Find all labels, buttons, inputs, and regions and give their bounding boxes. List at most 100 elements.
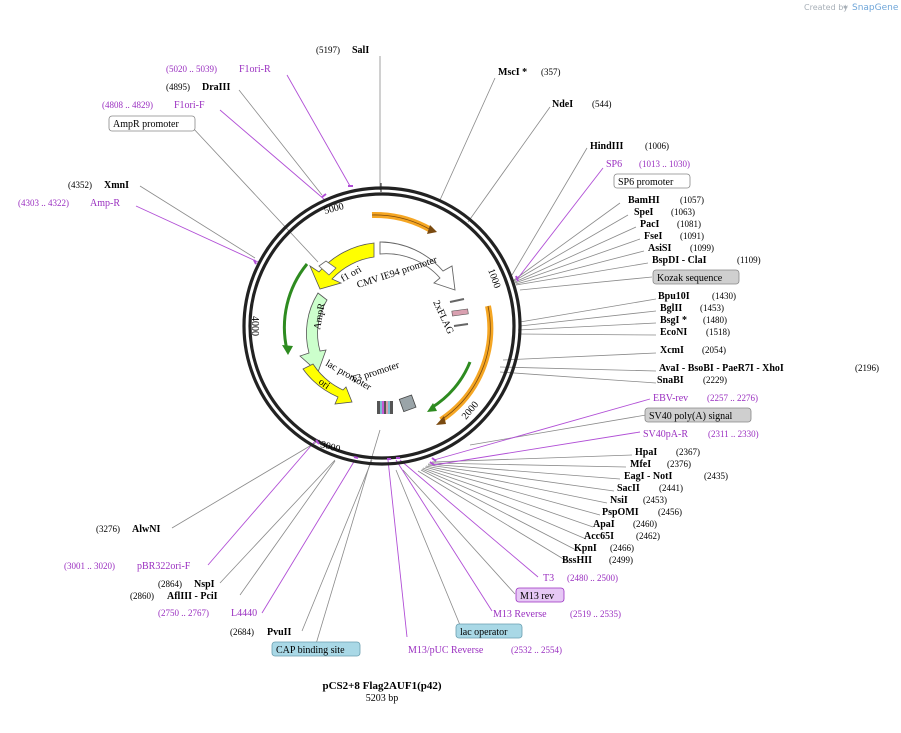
site-bamhi-pos: (1057) [680, 195, 704, 205]
site-bsgi-pos: (1480) [703, 315, 727, 325]
site-mfei-pos: (2376) [667, 459, 691, 469]
orange-arrow-top-head [427, 225, 437, 234]
label-cap-binding-site: CAP binding site [276, 645, 345, 656]
site-bglii-pos: (1453) [700, 303, 724, 313]
primer-sp6: SP6 [606, 159, 622, 170]
site-ava-xhoi: AvaI - BsoBI - PaeR7I - XhoI [659, 363, 784, 374]
label-cmv-promoter: CMV IE94 promoter [356, 254, 440, 291]
primer-l4440: L4440 [231, 608, 257, 619]
primer-ticks [253, 185, 519, 466]
box-kozak-sequence [652, 269, 740, 285]
box-m13-rev [515, 587, 565, 603]
site-pspomi-pos: (2456) [658, 507, 682, 517]
green-arrow-left-head [282, 345, 293, 355]
site-econi-pos: (1518) [706, 327, 730, 337]
primer-t3: T3 [543, 573, 554, 584]
primer-amp-r: Amp-R [90, 198, 120, 209]
site-hindiii-pos: (1006) [645, 141, 669, 151]
tick-4000: 4000 [249, 316, 260, 336]
primer-amp-r-pos: (4303 .. 4322) [18, 198, 69, 208]
orange-arrow-right-outline [440, 305, 491, 421]
site-bpu10i: Bpu10I [658, 291, 690, 302]
green-arrow-right [430, 361, 472, 410]
tick-3000: 3000 [319, 439, 341, 455]
label-ampr: AmpR [312, 302, 328, 330]
primer-f1ori-f: F1ori-F [174, 100, 205, 111]
lac-region-marker [377, 401, 393, 414]
label-2xflag: 2xFLAG [430, 299, 455, 336]
site-acc65i-pos: (2462) [636, 531, 660, 541]
primer-sv40pa-r: SV40pA-R [643, 429, 688, 440]
plasmid-name: pCS2+8 Flag2AUF1(p42) [322, 680, 441, 692]
site-sali: SalI [352, 45, 369, 56]
site-sali-pos: (5197) [316, 45, 340, 55]
site-nsii-pos: (2453) [643, 495, 667, 505]
green-arrow-left [282, 263, 309, 351]
site-pvuii: PvuII [267, 627, 292, 638]
site-nsii: NsiI [610, 495, 628, 506]
site-econi: EcoNI [660, 327, 687, 338]
site-sacii: SacII [617, 483, 640, 494]
site-bspdi-clai: BspDI - ClaI [652, 255, 707, 266]
site-draiii: DraIII [202, 82, 230, 93]
primer-m13-puc-reverse: M13/pUC Reverse [408, 645, 484, 656]
site-bsshii-pos: (2499) [609, 555, 633, 565]
site-xcmi-pos: (2054) [702, 345, 726, 355]
plasmid-length: 5203 bp [366, 693, 399, 704]
box-cap-binding-site [271, 641, 361, 657]
primer-t3-pos: (2480 .. 2500) [567, 573, 618, 583]
site-spei: SpeI [634, 207, 654, 218]
site-apai-pos: (2460) [633, 519, 657, 529]
site-bsshii: BssHII [562, 555, 592, 566]
site-eagi-noti-pos: (2435) [704, 471, 728, 481]
label-sp6-promoter: SP6 promoter [618, 177, 674, 188]
bsgi-marker [453, 323, 469, 327]
watermark-prefix: Created by [804, 3, 848, 12]
label-kozak-sequence: Kozak sequence [657, 273, 723, 284]
tick-1000: 1000 [485, 267, 502, 290]
site-bamhi: BamHI [628, 195, 660, 206]
site-draiii-pos: (4895) [166, 82, 190, 92]
ori-arrow [302, 363, 353, 405]
f1-ori-arrow [309, 242, 375, 290]
site-xmni: XmnI [104, 180, 129, 191]
primer-leader-lines [135, 74, 651, 638]
site-afliii-pos: (2860) [130, 591, 154, 601]
site-nspi-pos: (2864) [158, 579, 182, 589]
primer-l4440-pos: (2750 .. 2767) [158, 608, 209, 618]
primer-pbr322ori-f: pBR322ori-F [137, 561, 191, 572]
site-nspi: NspI [194, 579, 215, 590]
site-msci-pos: (357) [541, 67, 561, 77]
primer-f1ori-f-pos: (4808 .. 4829) [102, 100, 153, 110]
site-hindiii: HindIII [590, 141, 623, 152]
site-ndei: NdeI [552, 99, 573, 110]
site-fsei-pos: (1091) [680, 231, 704, 241]
site-asisi-pos: (1099) [690, 243, 714, 253]
box-lac-operator [455, 623, 523, 639]
site-ava-xhoi-pos: (2196) [855, 363, 879, 373]
site-msci: MscI * [498, 67, 527, 78]
site-hpai: HpaI [635, 447, 657, 458]
backbone-outer-ring [242, 186, 522, 466]
box-sv40-polya [644, 407, 752, 423]
cmv-promoter-arrow [379, 241, 456, 291]
site-ndei-pos: (544) [592, 99, 612, 109]
site-kpni-pos: (2466) [610, 543, 634, 553]
primer-m13-puc-reverse-pos: (2532 .. 2554) [511, 645, 562, 655]
site-pvuii-pos: (2684) [230, 627, 254, 637]
site-eagi-noti: EagI - NotI [624, 471, 672, 482]
label-ampr-promoter: AmpR promoter [113, 119, 179, 130]
label-m13-rev: M13 rev [520, 591, 554, 602]
site-bspdi-clai-pos: (1109) [737, 255, 761, 265]
site-xmni-pos: (4352) [68, 180, 92, 190]
ampr-promoter-marker [318, 260, 337, 276]
site-paci: PacI [640, 219, 660, 230]
primer-f1ori-r-pos: (5020 .. 5039) [166, 64, 217, 74]
site-hpai-pos: (2367) [676, 447, 700, 457]
primer-sv40pa-r-pos: (2311 .. 2330) [708, 429, 759, 439]
site-bpu10i-pos: (1430) [712, 291, 736, 301]
site-spei-pos: (1063) [671, 207, 695, 217]
primer-sp6-pos: (1013 .. 1030) [639, 159, 690, 169]
